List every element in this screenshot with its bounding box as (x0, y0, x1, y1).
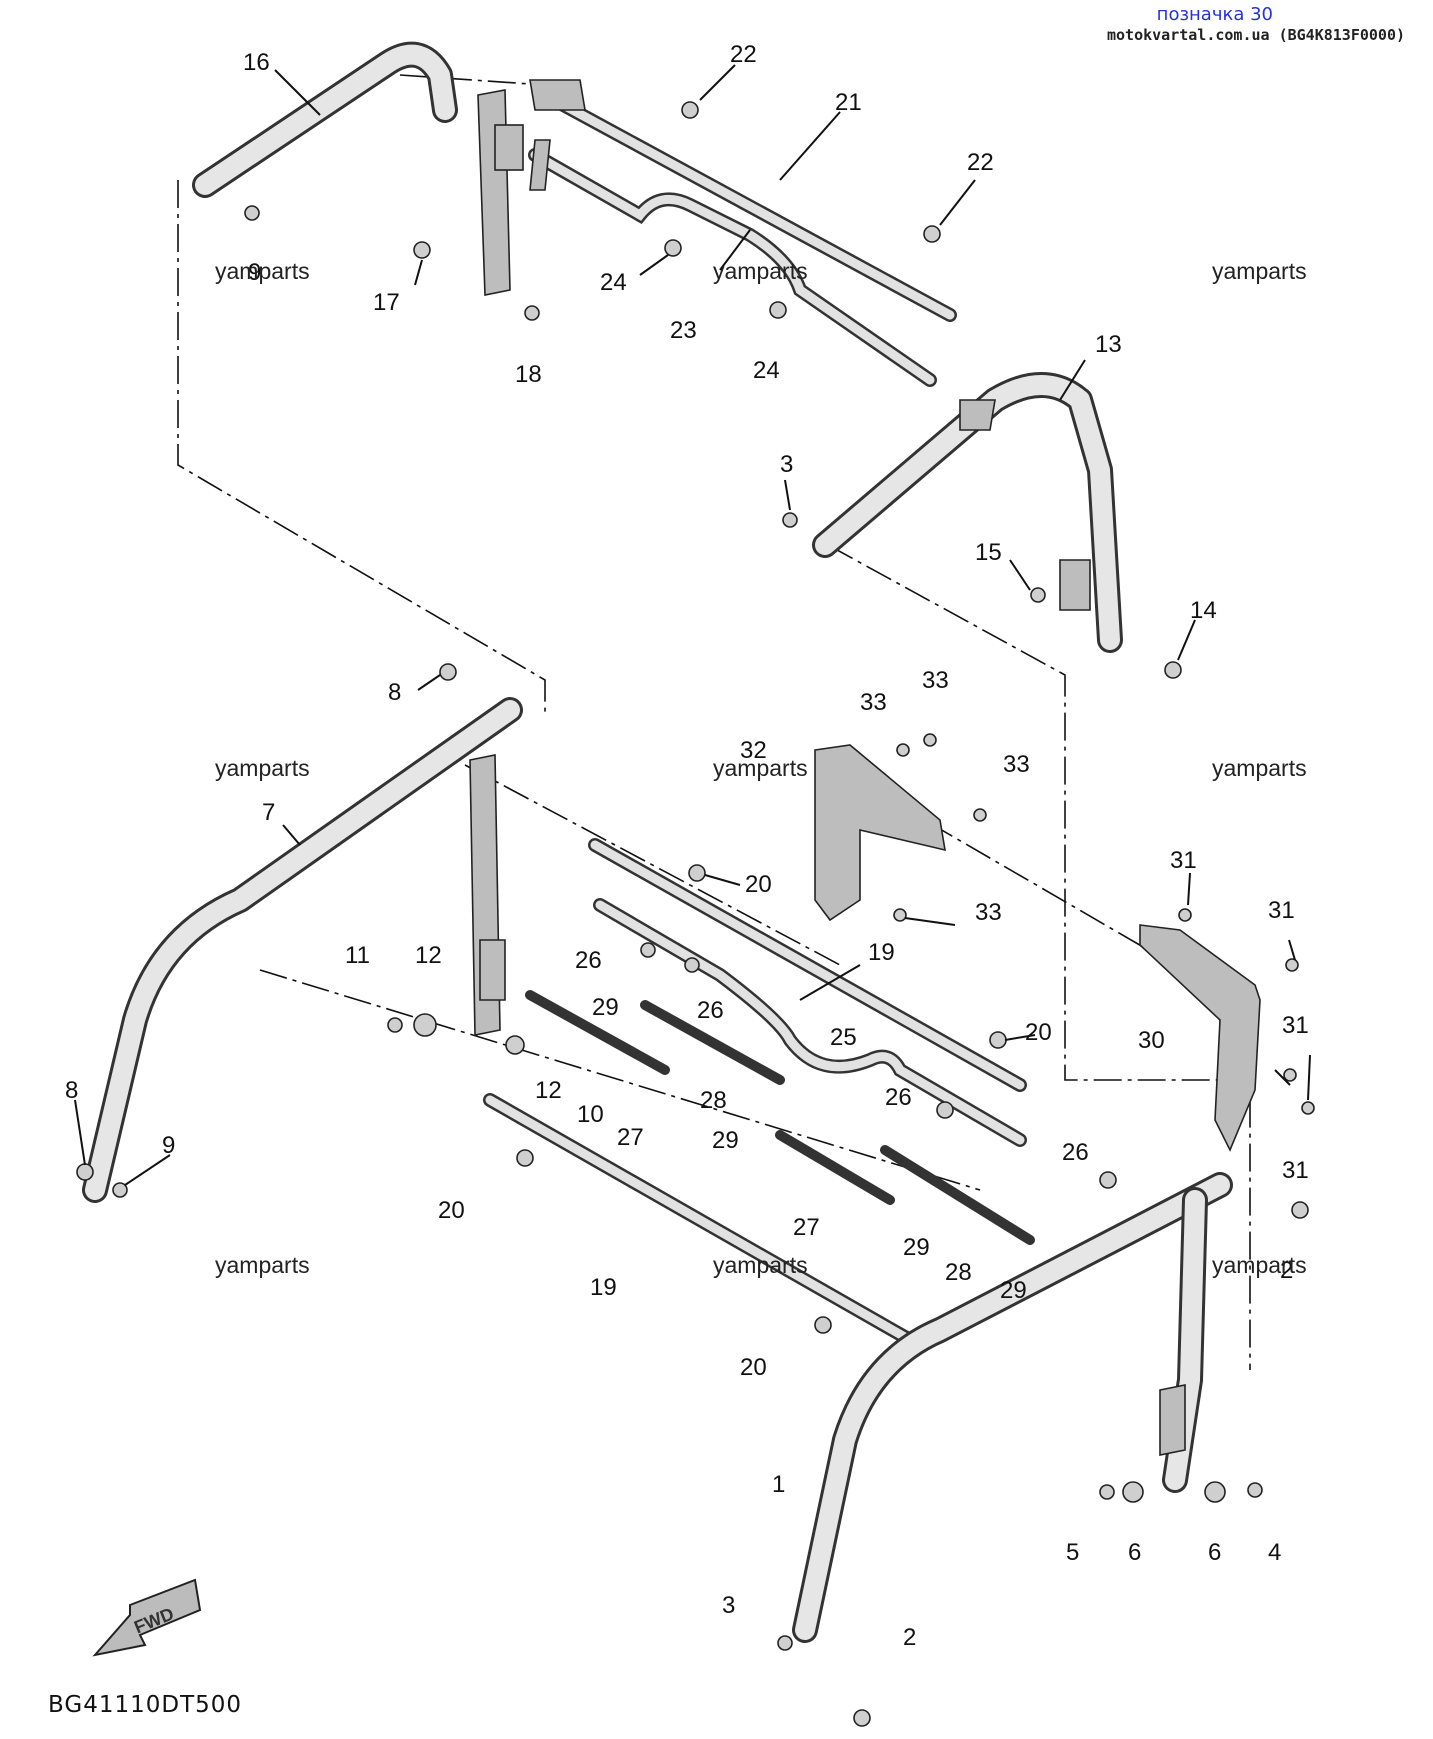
guide-line-left-upper (177, 180, 546, 715)
callout-3[interactable]: 3 (722, 1592, 735, 1619)
callout-9[interactable]: 9 (162, 1132, 175, 1159)
callout-31[interactable]: 31 (1282, 1157, 1309, 1184)
bracket-30 (1139, 924, 1261, 1152)
callout-5[interactable]: 5 (1066, 1539, 1079, 1566)
callout-29[interactable]: 29 (903, 1234, 930, 1261)
callout-28[interactable]: 28 (700, 1087, 727, 1114)
callout-33[interactable]: 33 (975, 899, 1002, 926)
callout-17[interactable]: 17 (373, 289, 400, 316)
assembly-guide-lines (177, 74, 1251, 1370)
callout-20[interactable]: 20 (745, 871, 772, 898)
callout-8[interactable]: 8 (65, 1077, 78, 1104)
fasteners (76, 101, 1315, 1727)
watermark: yamparts (713, 755, 808, 781)
callout-8[interactable]: 8 (388, 679, 401, 706)
callout-23[interactable]: 23 (670, 317, 697, 344)
callout-26[interactable]: 26 (697, 997, 724, 1024)
diagram-reference-title[interactable]: позначка 30 (1156, 4, 1273, 25)
callout-18[interactable]: 18 (515, 361, 542, 388)
roll-bar-front (792, 1172, 1233, 1643)
roll-bar-rear (82, 697, 523, 1203)
callout-33[interactable]: 33 (860, 689, 887, 716)
callout-12[interactable]: 12 (415, 942, 442, 969)
callout-27[interactable]: 27 (793, 1214, 820, 1241)
callout-1[interactable]: 1 (772, 1471, 785, 1498)
callout-13[interactable]: 13 (1095, 331, 1122, 358)
callout-33[interactable]: 33 (1003, 751, 1030, 778)
callouts: 16 22 21 22 9 17 24 23 18 24 13 3 15 14 … (65, 41, 1309, 1651)
callout-29[interactable]: 29 (592, 994, 619, 1021)
callout-30[interactable]: 30 (1138, 1027, 1165, 1054)
fwd-arrow: FWD (92, 1578, 202, 1657)
guide-line-mid (464, 764, 841, 966)
callout-21[interactable]: 21 (835, 89, 862, 116)
callout-6[interactable]: 6 (1128, 1539, 1141, 1566)
roll-bar-front-upper (812, 372, 1123, 653)
roll-bar-rear-upper (192, 41, 524, 296)
upper-side-rails (528, 79, 957, 387)
braces (525, 990, 1035, 1245)
callout-3[interactable]: 3 (780, 451, 793, 478)
diagram-code: BG41110DT500 (48, 1692, 243, 1718)
watermark: yamparts (1212, 1252, 1307, 1278)
callout-22[interactable]: 22 (730, 41, 757, 68)
callout-10[interactable]: 10 (577, 1101, 604, 1128)
cross-bars (483, 838, 1027, 1347)
callout-26[interactable]: 26 (1062, 1139, 1089, 1166)
callout-7[interactable]: 7 (262, 799, 275, 826)
watermark: yamparts (713, 258, 808, 284)
callout-31[interactable]: 31 (1170, 847, 1197, 874)
callout-14[interactable]: 14 (1190, 597, 1217, 624)
callout-19[interactable]: 19 (868, 939, 895, 966)
watermark: yamparts (713, 1252, 808, 1278)
guide-line-right-upper (827, 544, 1251, 1370)
callout-33[interactable]: 33 (922, 667, 949, 694)
callout-26[interactable]: 26 (885, 1084, 912, 1111)
callout-25[interactable]: 25 (830, 1024, 857, 1051)
callout-11[interactable]: 11 (345, 942, 370, 969)
callout-29[interactable]: 29 (1000, 1277, 1027, 1304)
watermark: yamparts (1212, 755, 1307, 781)
callout-27[interactable]: 27 (617, 1124, 644, 1151)
callout-20[interactable]: 20 (740, 1354, 767, 1381)
callout-19[interactable]: 19 (590, 1274, 617, 1301)
callout-12[interactable]: 12 (535, 1077, 562, 1104)
callout-16[interactable]: 16 (243, 49, 270, 76)
source-line: motokvartal.com.ua (BG4K813F0000) (1106, 26, 1405, 44)
bracket-32 (814, 744, 946, 922)
watermark: yamparts (215, 755, 310, 781)
callout-24[interactable]: 24 (600, 269, 627, 296)
watermark: yamparts (215, 258, 310, 284)
guide-line-top-rail (399, 74, 546, 86)
callout-4[interactable]: 4 (1268, 1539, 1281, 1566)
callout-24[interactable]: 24 (753, 357, 780, 384)
callout-15[interactable]: 15 (975, 539, 1002, 566)
leader-lines (74, 64, 1311, 1186)
callout-2[interactable]: 2 (903, 1624, 916, 1651)
callout-22[interactable]: 22 (967, 149, 994, 176)
callout-26[interactable]: 26 (575, 947, 602, 974)
callout-31[interactable]: 31 (1282, 1012, 1309, 1039)
guide-line-low (259, 969, 981, 1191)
callout-2[interactable]: 2 (1280, 1257, 1293, 1284)
gusset-brackets (814, 744, 1261, 1152)
watermark: yamparts (215, 1252, 310, 1278)
callout-20[interactable]: 20 (438, 1197, 465, 1224)
callout-29[interactable]: 29 (712, 1127, 739, 1154)
watermark: yamparts (1212, 258, 1307, 284)
callout-20[interactable]: 20 (1025, 1019, 1052, 1046)
callout-9[interactable]: 9 (248, 259, 261, 286)
callout-6[interactable]: 6 (1208, 1539, 1221, 1566)
callout-32[interactable]: 32 (740, 737, 767, 764)
callout-28[interactable]: 28 (945, 1259, 972, 1286)
callout-31[interactable]: 31 (1268, 897, 1295, 924)
